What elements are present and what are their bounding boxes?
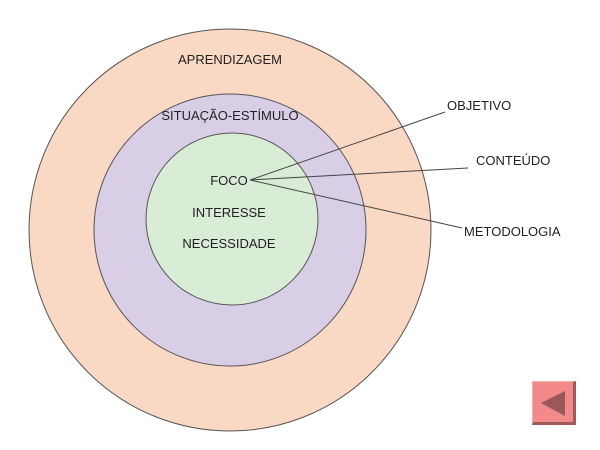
connector-conteudo bbox=[249, 167, 469, 181]
label-interesse: INTERESSE bbox=[192, 205, 266, 220]
label-metodologia: METODOLOGIA bbox=[464, 224, 561, 239]
triangle-left-icon bbox=[541, 391, 565, 416]
inner-circle-foco bbox=[145, 132, 319, 306]
label-conteudo: CONTEÚDO bbox=[476, 153, 550, 168]
connector-metodologia bbox=[249, 179, 463, 229]
back-button[interactable] bbox=[532, 381, 576, 425]
label-situacao-estimulo: SITUAÇÃO-ESTÍMULO bbox=[161, 108, 298, 123]
connector-objetivo bbox=[249, 111, 446, 181]
label-objetivo: OBJETIVO bbox=[447, 98, 511, 113]
label-aprendizagem: APRENDIZAGEM bbox=[178, 52, 282, 67]
label-foco: FOCO bbox=[210, 173, 248, 188]
label-necessidade: NECESSIDADE bbox=[182, 236, 276, 251]
